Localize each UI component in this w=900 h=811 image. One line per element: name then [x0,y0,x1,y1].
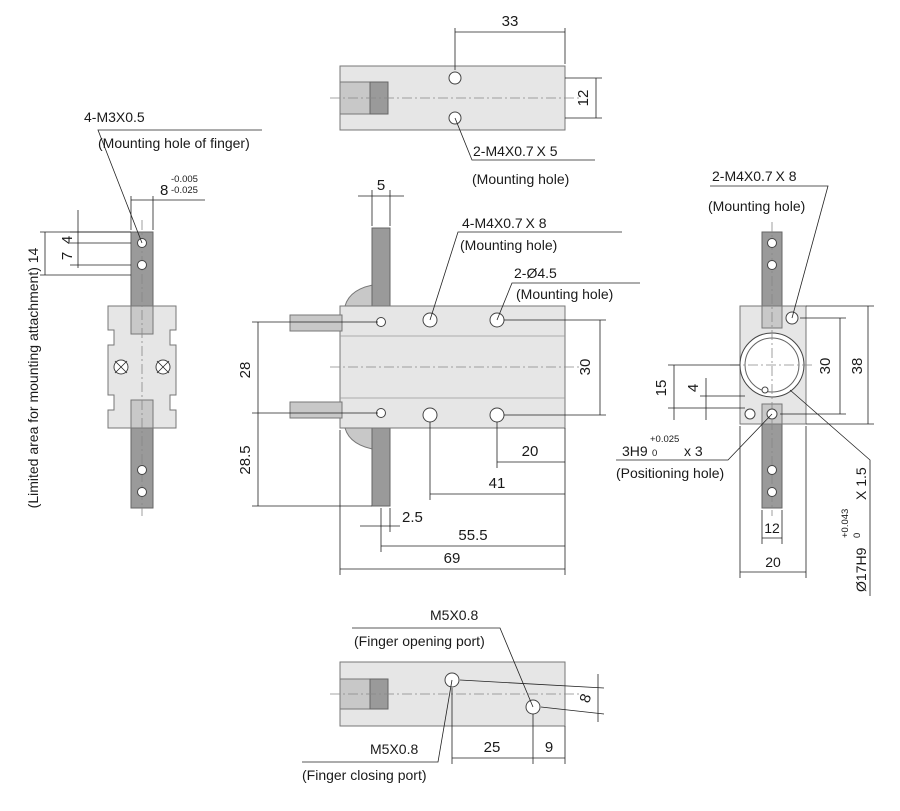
right-callout-thread: 2-M4X0.7 X 8 [712,168,797,184]
right-dim-20: 20 [765,554,781,570]
bottom-close-note: (Finger closing port) [302,767,427,783]
top-mounting-hole-1 [448,71,462,85]
front-dim-41: 41 [489,475,506,492]
top-view: 33 12 2-M4X0.7 X 5 (Mounting hole) [330,13,602,187]
right-pos-tol-lower: 0 [652,448,657,459]
front-dim-5: 5 [377,177,385,194]
right-view: 2-M4X0.7 X 8 (Mounting hole) 30 38 15 4 … [616,168,874,596]
top-dim-height: 12 [575,90,592,107]
bottom-dim-9: 9 [545,739,553,756]
right-bore-base: Ø17H9 [853,547,869,592]
front-callout-b-thread: 2-Ø4.5 [514,265,557,281]
front-dim-2-5: 2.5 [402,509,423,526]
bottom-dim-25: 25 [484,739,501,756]
front-lower-rod [289,401,343,419]
front-dim-28-5: 28.5 [237,445,254,474]
right-finger-hole-3 [767,465,777,475]
right-dim-30: 30 [817,358,834,375]
left-limited-area-label: (Limited area for mounting attachment) 1… [25,247,41,508]
left-finger-hole-2 [137,260,147,270]
left-finger-hole-4 [137,487,147,497]
front-dim-30: 30 [577,359,594,376]
left-finger-hole-3 [137,465,147,475]
right-pos-note: (Positioning hole) [616,465,724,481]
right-callout-note: (Mounting hole) [708,198,805,214]
front-callout-a-note: (Mounting hole) [460,237,557,253]
front-mount-hole-4 [489,407,505,423]
front-callout-b-note: (Mounting hole) [516,286,613,302]
front-callout-a-thread: 4-M4X0.7 X 8 [462,215,547,231]
left-dim-width: 8 [160,182,168,199]
front-upper-rod [289,314,343,332]
top-callout-thread: 2-M4X0.7 X 5 [473,143,558,159]
top-dim-width: 33 [502,13,519,30]
bottom-view: M5X0.8 (Finger opening port) M5X0.8 (Fin… [302,607,605,783]
left-callout-thread: 4-M3X0.5 [84,109,145,125]
right-pos-count: x 3 [684,443,703,459]
right-pos-tol-upper: +0.025 [650,434,679,445]
front-dim-28: 28 [237,362,254,379]
front-view: 5 4-M4X0.7 X 8 (Mounting hole) 2-Ø4.5 (M… [237,177,640,575]
right-bore-tol-lower: 0 [852,533,863,538]
front-upper-finger [371,227,391,311]
bottom-dim-8: 8 [576,692,595,706]
right-finger-hole-1 [767,238,777,248]
right-pos-hole-base: 3H9 [622,443,648,459]
right-finger-hole-4 [767,487,777,497]
right-dim-12: 12 [764,520,780,536]
bottom-open-thread: M5X0.8 [430,607,478,623]
left-view: 8 -0.005 -0.025 4-M3X0.5 (Mounting hole … [25,109,262,516]
front-lower-finger [371,423,391,507]
bottom-open-note: (Finger opening port) [354,633,485,649]
left-tol-upper: -0.005 [171,174,198,185]
right-dim-4: 4 [685,384,702,392]
left-tol-lower: -0.025 [171,185,198,196]
right-pos-hole-1 [744,408,756,420]
right-bore-tol-upper: +0.043 [840,509,851,538]
bottom-close-thread: M5X0.8 [370,741,418,757]
front-dim-69: 69 [444,550,461,567]
right-finger-hole-2 [767,260,777,270]
left-dim-7: 7 [59,252,76,260]
front-mount-hole-3 [422,407,438,423]
front-dim-55-5: 55.5 [458,527,487,544]
right-pos-hole-3 [761,386,769,394]
left-dim-4: 4 [59,236,76,244]
right-bore-depth: X 1.5 [853,467,869,500]
right-dim-38: 38 [849,358,866,375]
left-callout-note: (Mounting hole of finger) [98,135,250,151]
right-dim-15: 15 [653,380,670,397]
front-dim-20: 20 [522,443,539,460]
top-callout-note: (Mounting hole) [472,171,569,187]
